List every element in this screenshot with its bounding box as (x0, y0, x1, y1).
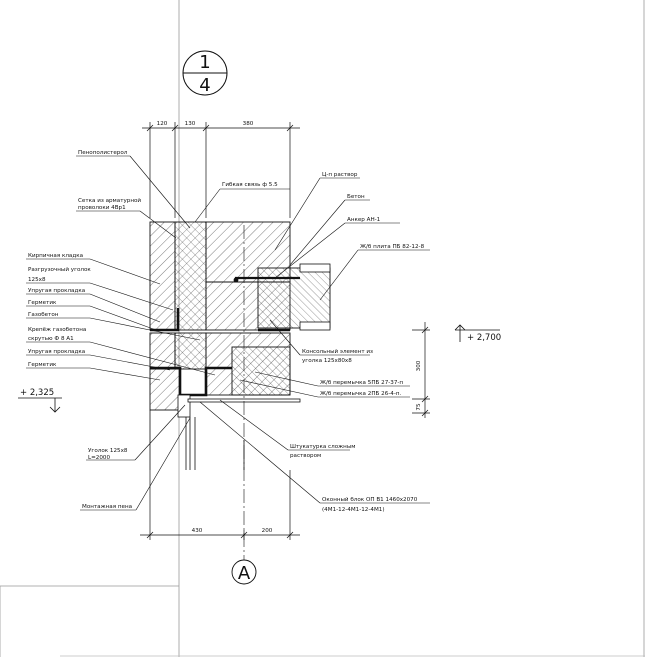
dim-75: 75 (416, 403, 422, 411)
label-brick: Кирпичная кладка (28, 253, 83, 259)
label-fixing-line1: Крепёж газобетона (28, 327, 86, 333)
label-plaster-line2: раствором (290, 453, 321, 459)
label-relief-angle-line1: Разгрузочный уголок (28, 266, 91, 273)
label-plaster-line1: Штукатурка сложным (290, 444, 355, 450)
level-mark-lower: + 2,325 (18, 388, 62, 413)
dim-200: 200 (262, 528, 273, 534)
label-slab: Ж/б плита ПБ 82-12-8 (360, 244, 425, 250)
label-mesh-line1: Сетка из арматурной (78, 197, 141, 204)
label-angle-line2: L=2000 (88, 455, 110, 461)
label-angle-line1: Уголок 125х8 (88, 448, 128, 454)
label-concrete: Бетон (347, 194, 365, 200)
label-window-line2: (4М1-12-4М1-12-4М1) (322, 507, 385, 513)
label-sealant-1: Герметик (28, 300, 57, 306)
bottom-dimension-chain: 430 200 (140, 470, 300, 540)
label-elastic-pad-1: Упругая прокладка (28, 288, 85, 294)
label-lintel-2: Ж/б перемычка 2ПБ 26-4-п. (320, 391, 402, 397)
marker-top-number: 1 (199, 52, 210, 73)
level-lower: + 2,325 (20, 388, 54, 398)
dim-430: 430 (192, 528, 203, 534)
label-flexible-tie: Гибкая связь ф 5.5 (222, 182, 278, 188)
labels-left: Пенополистерол Сетка из арматурной прово… (26, 150, 216, 511)
dim-380: 380 (243, 121, 254, 127)
label-window-line1: Оконный блок ОП В1 1460х2070 (322, 496, 418, 503)
label-polystyrene: Пенополистерол (78, 150, 128, 156)
right-dimension-chain: 300 75 (412, 322, 430, 418)
axis-a: А (231, 225, 257, 585)
label-anchor: Анкер АН-1 (347, 217, 381, 223)
label-lintel-1: Ж/б перемычка 5ПБ 27-37-п (320, 380, 403, 386)
label-sealant-2: Герметик (28, 362, 57, 368)
label-relief-angle-line2: 125х8 (28, 277, 46, 283)
level-mark-upper: + 2,700 (454, 324, 501, 343)
label-aerated-concrete: Газобетон (28, 312, 59, 318)
dim-120: 120 (157, 121, 168, 127)
dim-300: 300 (416, 360, 422, 371)
label-console-line1: Консольный элемент из (302, 348, 373, 355)
sheet-reference-marker: 1 4 (182, 50, 228, 96)
label-fixing-line2: скрутью Ф 8 А1 (28, 336, 74, 342)
label-console-line2: уголка 125х80х8 (302, 358, 352, 364)
level-upper: + 2,700 (467, 333, 501, 343)
label-mesh-line2: проволоки 4Вр1 (78, 205, 126, 211)
top-dimension-chain: 120 130 380 (142, 121, 300, 218)
marker-bottom-number: 4 (199, 75, 210, 96)
label-elastic-pad-2: Упругая прокладка (28, 349, 85, 355)
wall-section (149, 221, 331, 470)
axis-label: А (238, 563, 251, 584)
label-mounting-foam: Монтажная пена (82, 504, 132, 510)
labels-right: Гибкая связь ф 5.5 Ц-п раствор Бетон Анк… (194, 172, 430, 513)
dim-130: 130 (185, 121, 196, 127)
label-cement-mortar: Ц-п раствор (322, 172, 358, 178)
